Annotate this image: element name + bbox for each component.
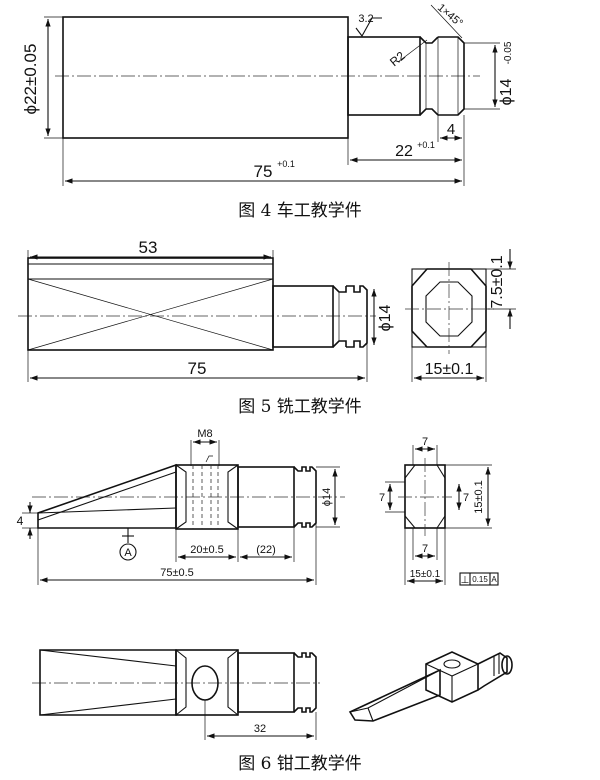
fig4-groove-top: [419, 36, 439, 44]
fig4-dim-22: 22: [395, 143, 413, 160]
fig6-drawing: M8 4 A 20±0.5 (22) 75±0.5 ϕ14: [17, 428, 513, 740]
iso-wedge: [348, 668, 441, 722]
fig6-dim-7-bottom: 7: [422, 543, 428, 555]
fig4-dim-dia22: ϕ22±0.05: [21, 44, 40, 115]
fig5-flat-cross: [27, 278, 274, 351]
fig4-dim-dia14-tol: -0.05: [503, 41, 514, 64]
fig5-end: [346, 285, 368, 348]
fig6-dim-dia14: ϕ14: [321, 488, 333, 506]
fig4-drawing: ϕ22±0.05 ϕ14 -0.05 4 22 +0.1 75 +0.1 3.2…: [21, 2, 515, 186]
fig4-dim-4: 4: [447, 121, 455, 138]
fig6-dim-15-h: 15±0.1: [410, 569, 441, 580]
fig6-tol-datum: A: [491, 575, 497, 584]
fig6-plan-chamfer: [227, 649, 239, 716]
fig6-tol-value: 0.15: [472, 575, 488, 584]
fig6-shank: [237, 466, 295, 528]
fig6-datum-circle: [119, 543, 137, 561]
fig6-dim-7-top: 7: [422, 436, 428, 448]
fig5-dim-7-5: 7.5±0.1: [489, 255, 506, 308]
fig4-neck: [347, 36, 421, 116]
iso-hole: [443, 659, 461, 669]
fig5-dim-53: 53: [139, 238, 158, 257]
fig4-dim-22-tol: +0.1: [417, 140, 435, 150]
fig6-dim-22ref: (22): [256, 544, 276, 556]
fig4-main-body: [62, 16, 349, 139]
fig6-wedge-line: [37, 471, 177, 521]
fig6-datum: A: [124, 547, 132, 559]
fig5-dim-75: 75: [188, 359, 207, 378]
fig6-isometric: [348, 651, 513, 722]
fig5-groove: [332, 285, 347, 293]
fig6-plan-chamfer: [175, 649, 187, 716]
fig6-tol-symbol: ⊥: [461, 575, 470, 586]
fig4-roughness: 3.2: [358, 13, 373, 25]
fig5-main-body: [27, 257, 274, 351]
fig5-caption: 图 5 铣工教学件: [238, 397, 362, 417]
fig4-leader: [430, 4, 463, 39]
iso-head-edge: [425, 663, 479, 677]
fig4-dim-dia14: ϕ14: [498, 79, 515, 106]
fig6-side-body: [404, 464, 446, 529]
fig6-dim-20: 20±0.5: [190, 544, 224, 556]
iso-shank: [477, 652, 508, 691]
fig6-dim-32: 32: [254, 723, 266, 735]
fig5-dim-dia14: ϕ14: [377, 305, 394, 332]
fig6-shank-end: [293, 466, 317, 528]
fig6-head-chamfer: [227, 464, 239, 530]
fig6-thread: M8: [197, 428, 212, 440]
fig4-dim-75-tol: +0.1: [277, 159, 295, 169]
fig4-end: [438, 36, 465, 116]
fig6-plan-end: [293, 652, 317, 713]
fig6-dim-7-left: 7: [379, 492, 385, 504]
iso-wedge-edge: [367, 707, 374, 722]
fig5-side-inner: [425, 281, 473, 337]
fig5-drawing: 53 75 ϕ14 7.5±0.1 15±0.1: [18, 238, 516, 382]
fig5-neck: [272, 285, 334, 348]
fig4-groove-bottom: [419, 108, 439, 116]
fig5-dim-15: 15±0.1: [425, 361, 474, 378]
fig6-head-chamfer: [175, 464, 187, 530]
fig6-plan-wedge-line: [39, 698, 177, 716]
iso-shank-end: [501, 655, 513, 675]
fig6-dim-7-right: 7: [463, 492, 469, 504]
fig5-groove: [332, 340, 347, 348]
fig6-plan-wedge: [39, 649, 177, 716]
fig6-dim-4: 4: [17, 514, 24, 528]
fig6-caption: 图 6 钳工教学件: [238, 754, 362, 774]
fig6-plan-shank: [237, 652, 295, 713]
fig4-leader: [397, 39, 428, 63]
fig4-roughness-symbol: [355, 17, 382, 38]
fig6-roughness-symbol: [205, 455, 213, 463]
fig6-plan-head: [175, 649, 239, 716]
fig4-radius: R2: [387, 48, 408, 69]
fig6-tol-frame: [459, 572, 499, 586]
fig6-head: [175, 464, 239, 530]
fig6-plan-wedge-line: [39, 649, 177, 667]
fig4-caption: 图 4 车工教学件: [238, 201, 362, 221]
fig6-side-inner: [404, 464, 446, 529]
fig6-dim-75: 75±0.5: [160, 567, 194, 579]
fig4-dim-75: 75: [254, 162, 273, 181]
fig6-dim-15-v: 15±0.1: [473, 480, 485, 514]
